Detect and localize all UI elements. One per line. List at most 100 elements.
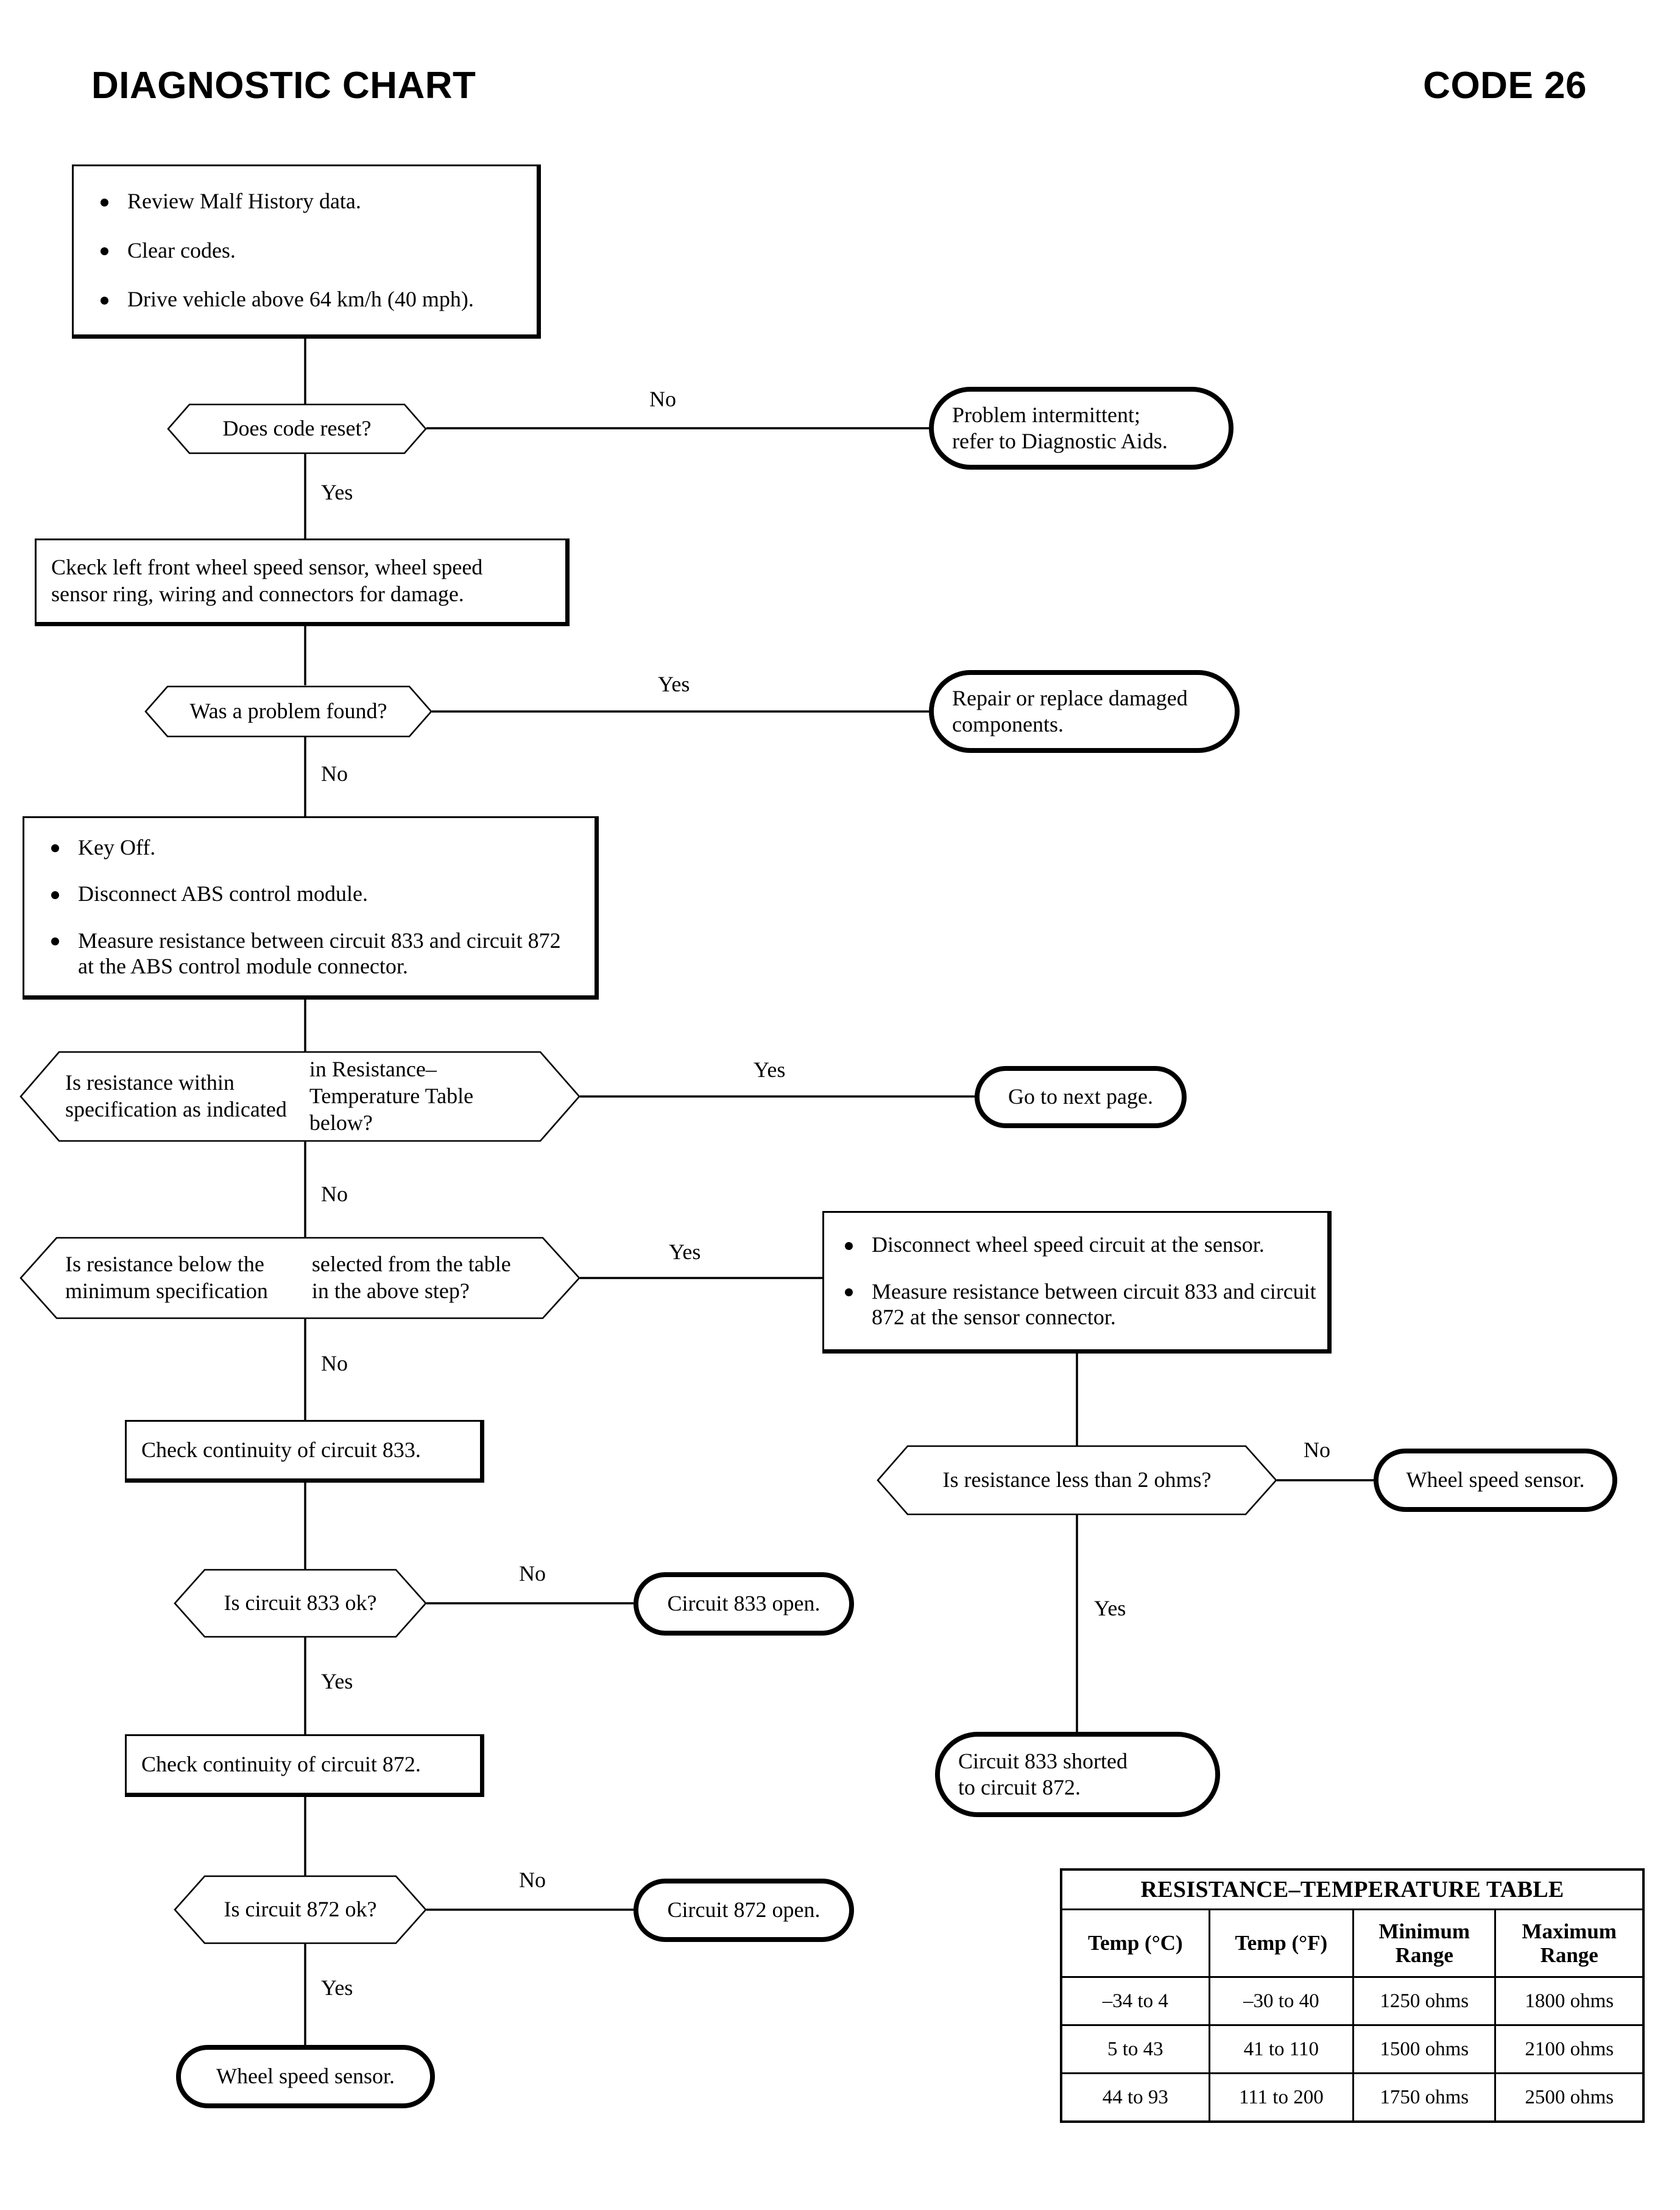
bullet-item: Clear codes. — [90, 238, 521, 263]
branch-label-d3-no: No — [321, 1182, 348, 1206]
table-cell: 1750 ohms — [1352, 2072, 1497, 2123]
hexagon-outline — [144, 685, 432, 738]
decision-resistance-within-spec: Is resistance within specification as in… — [19, 1051, 581, 1142]
decision-line-1: Is resistance below the minimum specific… — [65, 1252, 268, 1303]
step-check-872-box: Check continuity of circuit 872. — [125, 1734, 484, 1797]
column-header: Temp (°C) — [1060, 1908, 1210, 1978]
table-cell: 44 to 93 — [1060, 2072, 1210, 2123]
step-check-833-box: Check continuity of circuit 833. — [125, 1420, 484, 1483]
terminator-go-to-next-page: Go to next page. — [975, 1066, 1187, 1128]
terminator-text: Go to next page. — [1008, 1084, 1153, 1109]
code-label: CODE 26 — [1423, 65, 1587, 107]
branch-label-d7-yes: Yes — [321, 1975, 353, 2000]
hexagon-outline — [174, 1875, 427, 1944]
bullet-item: Key Off. — [40, 835, 579, 860]
terminator-circuit-833-shorted: Circuit 833 shorted to circuit 872. — [935, 1732, 1220, 1817]
table-cell: 41 to 110 — [1208, 2024, 1355, 2074]
step-disconnect-sensor-box: Disconnect wheel speed circuit at the se… — [822, 1211, 1332, 1354]
column-header: Maximum Range — [1494, 1908, 1645, 1978]
step-key-off-box: Key Off. Disconnect ABS control module. … — [23, 816, 599, 1000]
step-key-off-bullets: Key Off. Disconnect ABS control module. … — [24, 835, 595, 980]
column-header-line-2: Range — [1395, 1943, 1453, 1967]
branch-label-d5-yes: Yes — [1094, 1596, 1126, 1620]
table-row: 44 to 93 111 to 200 1750 ohms 2500 ohms — [1060, 2072, 1645, 2123]
decision-label: Does code reset? — [222, 416, 372, 441]
terminator-text: Circuit 833 shorted to circuit 872. — [940, 1748, 1215, 1801]
terminator-line-1: Circuit 833 shorted — [958, 1748, 1128, 1773]
bullet-item: Disconnect wheel speed circuit at the se… — [834, 1232, 1318, 1257]
table-cell: 2100 ohms — [1494, 2024, 1645, 2074]
bullet-item: Disconnect ABS control module. — [40, 881, 579, 906]
table-cell: 1800 ohms — [1494, 1976, 1645, 2026]
step-line-2: sensor ring, wiring and connectors for d… — [51, 582, 464, 606]
column-header-line-1: Maximum — [1522, 1919, 1617, 1943]
hexagon-outline — [877, 1445, 1277, 1516]
decision-is-circuit-833-ok: Is circuit 833 ok? — [174, 1569, 427, 1638]
hexagon-outline — [174, 1569, 427, 1638]
column-header: Minimum Range — [1352, 1908, 1497, 1978]
column-header-text: Temp (°F) — [1235, 1931, 1328, 1955]
decision-line-2: selected from the table in the above ste… — [311, 1252, 511, 1303]
hexagon-outline — [19, 1051, 581, 1142]
bullet-item: Measure resistance between circuit 833 a… — [834, 1279, 1318, 1330]
step-line-1: Ckeck left front wheel speed sensor, whe… — [51, 555, 483, 580]
branch-label-d4-no: No — [321, 1351, 348, 1375]
table-cell: 111 to 200 — [1208, 2072, 1355, 2123]
step-check-872-text: Check continuity of circuit 872. — [141, 1751, 421, 1776]
branch-label-d7-no: No — [519, 1868, 546, 1892]
table-cell: 1500 ohms — [1352, 2024, 1497, 2074]
table-body: –34 to 4 –30 to 40 1250 ohms 1800 ohms 5… — [1060, 1976, 1645, 2123]
step-check-sensor-box: Ckeck left front wheel speed sensor, whe… — [35, 538, 570, 626]
step-check-833-text: Check continuity of circuit 833. — [141, 1437, 421, 1462]
branch-label-d2-yes: Yes — [658, 672, 690, 696]
terminator-wheel-speed-sensor-right: Wheel speed sensor. — [1374, 1449, 1617, 1512]
table-cell: 1250 ohms — [1352, 1976, 1497, 2026]
decision-label: Is circuit 872 ok? — [224, 1897, 377, 1922]
decision-label: Is resistance below the minimum specific… — [20, 1237, 580, 1319]
branch-label-d1-no: No — [649, 387, 676, 411]
table-cell: 5 to 43 — [1060, 2024, 1210, 2074]
terminator-circuit-872-open: Circuit 872 open. — [634, 1879, 854, 1942]
terminator-problem-intermittent: Problem intermittent; refer to Diagnosti… — [929, 387, 1234, 470]
branch-label-d3-yes: Yes — [754, 1057, 786, 1082]
decision-label: Is circuit 833 ok? — [224, 1590, 377, 1615]
hexagon-outline — [19, 1237, 581, 1319]
branch-label-d6-yes: Yes — [321, 1669, 353, 1693]
terminator-line-2: components. — [952, 712, 1064, 736]
terminator-line-2: to circuit 872. — [958, 1775, 1081, 1799]
decision-line-1: Is resistance within specification as in… — [65, 1070, 287, 1121]
step-review-box: Review Malf History data. Clear codes. D… — [72, 164, 541, 339]
table-cell: –34 to 4 — [1060, 1976, 1210, 2026]
table-cell: 2500 ohms — [1494, 2072, 1645, 2123]
terminator-text: Wheel speed sensor. — [216, 2064, 395, 2089]
bullet-item: Review Malf History data. — [90, 188, 521, 214]
terminator-line-2: refer to Diagnostic Aids. — [952, 429, 1168, 453]
decision-line-2: in Resistance–Temperature Table below? — [309, 1057, 474, 1135]
table-header-row: Temp (°C) Temp (°F) Minimum Range Maximu… — [1060, 1908, 1645, 1978]
terminator-text: Problem intermittent; refer to Diagnosti… — [934, 402, 1229, 454]
column-header-line-1: Minimum — [1378, 1919, 1470, 1943]
column-header-line-2: Range — [1540, 1943, 1598, 1967]
terminator-text: Circuit 833 open. — [667, 1591, 821, 1616]
terminator-line-1: Repair or replace damaged — [952, 685, 1188, 710]
branch-label-d2-no: No — [321, 761, 348, 786]
decision-label: Was a problem found? — [189, 699, 387, 724]
bullet-item: Measure resistance between circuit 833 a… — [40, 928, 579, 980]
terminator-wheel-speed-sensor-bottom: Wheel speed sensor. — [176, 2045, 435, 2108]
decision-resistance-less-2-ohms: Is resistance less than 2 ohms? — [877, 1445, 1277, 1516]
decision-label: Is resistance within specification as in… — [20, 1051, 580, 1142]
decision-was-problem-found: Was a problem found? — [144, 685, 432, 738]
terminator-text: Circuit 872 open. — [667, 1898, 821, 1922]
column-header: Temp (°F) — [1208, 1908, 1355, 1978]
table-head: RESISTANCE–TEMPERATURE TABLE Temp (°C) T… — [1060, 1868, 1645, 1978]
table-row: –34 to 4 –30 to 40 1250 ohms 1800 ohms — [1060, 1976, 1645, 2026]
column-header-text: Temp (°C) — [1088, 1931, 1183, 1955]
decision-resistance-below-min: Is resistance below the minimum specific… — [19, 1237, 581, 1319]
decision-does-code-reset: Does code reset? — [167, 403, 427, 454]
resistance-temperature-table: RESISTANCE–TEMPERATURE TABLE Temp (°C) T… — [1060, 1868, 1645, 2123]
terminator-repair-replace: Repair or replace damaged components. — [929, 670, 1240, 753]
branch-label-d1-yes: Yes — [321, 480, 353, 504]
terminator-line-1: Problem intermittent; — [952, 402, 1140, 427]
step-check-sensor-text: Ckeck left front wheel speed sensor, whe… — [37, 554, 565, 608]
